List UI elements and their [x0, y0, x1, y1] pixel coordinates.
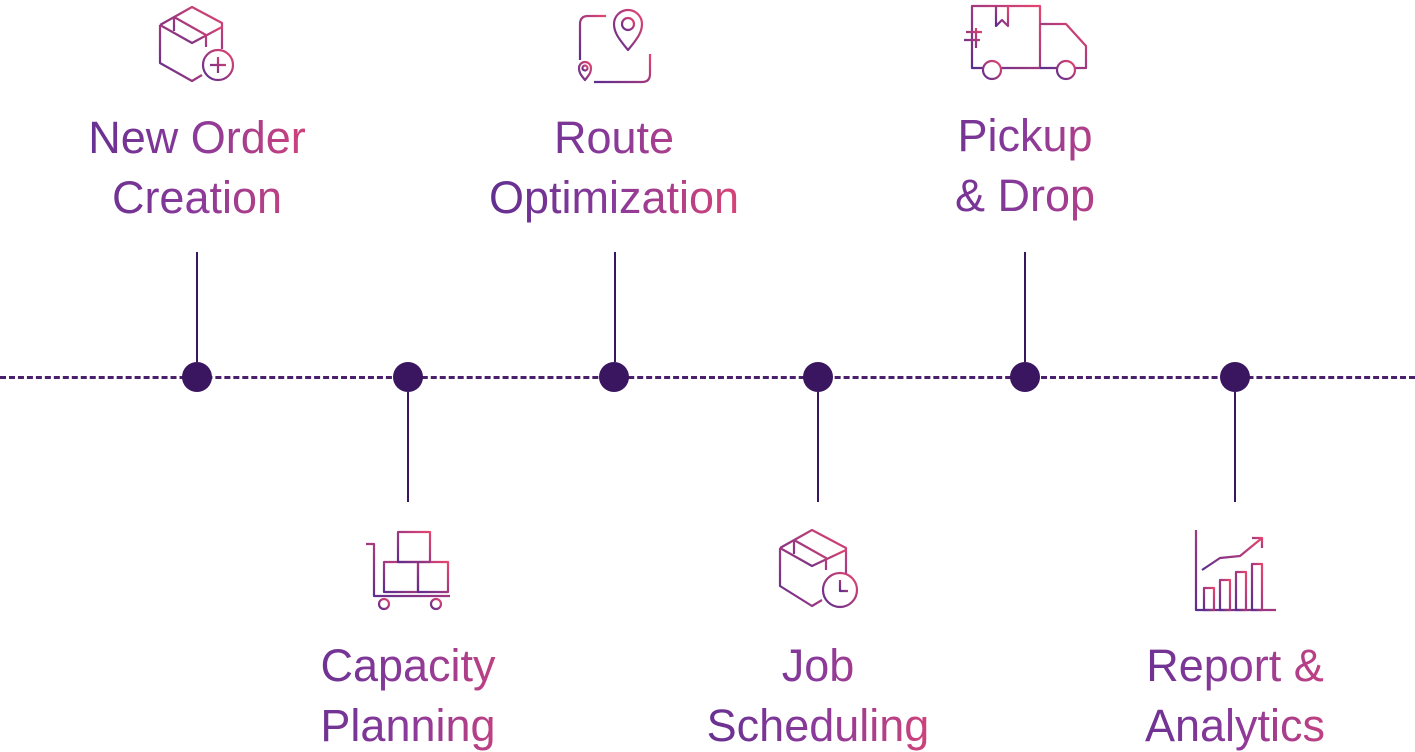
step-label-job-scheduling: Job Scheduling — [668, 636, 968, 752]
connector — [614, 252, 616, 362]
step-label-new-order-creation: New Order Creation — [47, 108, 347, 228]
connector — [817, 392, 819, 502]
trolley-boxes-icon — [362, 528, 454, 619]
timeline-node — [393, 362, 423, 392]
package-add-icon — [152, 5, 242, 90]
timeline-node — [1220, 362, 1250, 392]
step-label-report-analytics: Report & Analytics — [1085, 636, 1385, 752]
analytics-chart-icon — [1190, 528, 1278, 619]
step-label-route-optimization: Route Optimization — [464, 108, 764, 228]
step-label-pickup-drop: Pickup & Drop — [875, 106, 1175, 226]
connector — [1234, 392, 1236, 502]
timeline-node — [182, 362, 212, 392]
timeline-dashed-line — [0, 376, 1415, 382]
package-clock-icon — [774, 528, 864, 617]
timeline-node — [1010, 362, 1040, 392]
route-pin-icon — [574, 4, 656, 91]
delivery-truck-icon — [962, 2, 1090, 87]
timeline-node — [599, 362, 629, 392]
connector — [196, 252, 198, 362]
timeline-node — [803, 362, 833, 392]
connector — [1024, 252, 1026, 362]
connector — [407, 392, 409, 502]
step-label-capacity-planning: Capacity Planning — [258, 636, 558, 752]
